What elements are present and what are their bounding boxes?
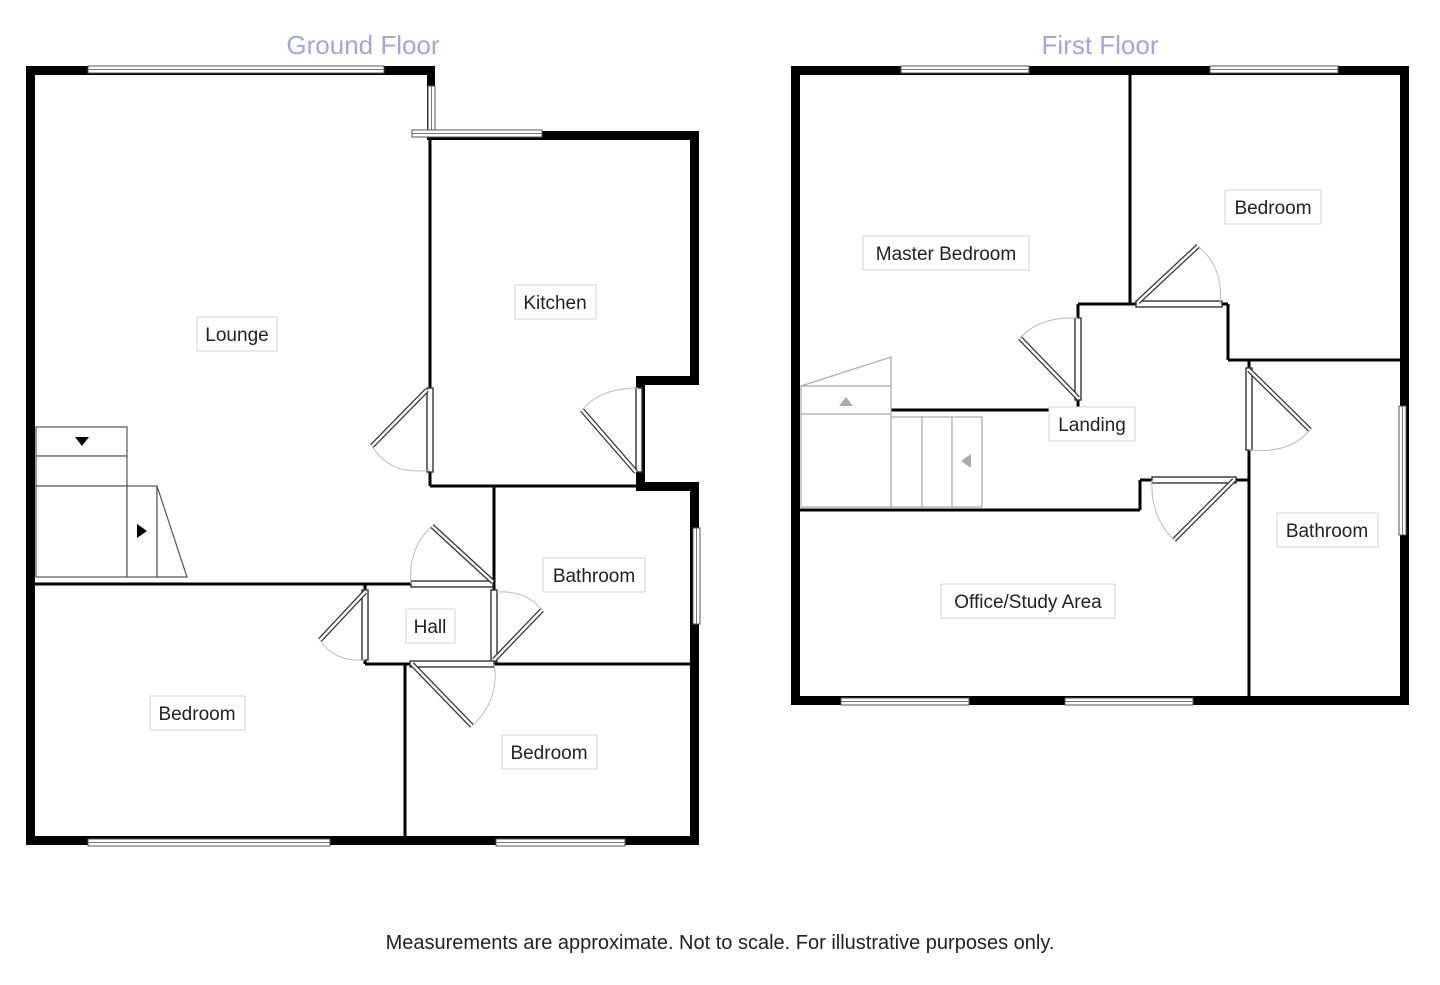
ground-floor-title: Ground Floor xyxy=(286,30,440,60)
door xyxy=(635,387,643,473)
door xyxy=(361,589,369,661)
stair-arrow-up-icon xyxy=(839,397,853,406)
ground-floor-room-labels: Lounge Kitchen Bathroom Hall Bedroom Bed… xyxy=(149,284,646,770)
room-label-lounge: Lounge xyxy=(205,325,268,346)
first-floor-windows xyxy=(840,65,1407,706)
stair-arrow-right-icon xyxy=(137,524,147,538)
door xyxy=(426,387,434,473)
door xyxy=(1245,367,1253,451)
door xyxy=(410,580,494,588)
first-floor-stairs xyxy=(800,356,983,508)
room-label-bathroom: Bathroom xyxy=(1286,521,1368,542)
first-floor-room-labels: Master Bedroom Bedroom Landing Bathroom … xyxy=(862,189,1379,619)
room-label-landing: Landing xyxy=(1058,415,1126,436)
first-floor-title: First Floor xyxy=(1042,30,1159,60)
ground-floor-doors xyxy=(318,387,643,728)
door xyxy=(409,660,495,668)
room-label-master-bedroom: Master Bedroom xyxy=(876,244,1016,265)
room-label-bedroom: Bedroom xyxy=(1234,198,1311,219)
disclaimer-text: Measurements are approximate. Not to sca… xyxy=(385,932,1055,954)
room-label-bathroom: Bathroom xyxy=(553,566,635,587)
room-label-office-study-area: Office/Study Area xyxy=(954,592,1102,613)
door xyxy=(1151,476,1237,484)
room-label-hall: Hall xyxy=(414,617,447,638)
first-floor-plan: First Floor xyxy=(791,30,1409,706)
door xyxy=(490,589,498,663)
ground-floor-plan: Ground Floor xyxy=(26,30,701,847)
ground-floor-windows xyxy=(87,65,701,847)
first-floor-doors xyxy=(1018,244,1312,542)
stair-arrow-down-icon xyxy=(75,437,89,446)
room-label-bedroom: Bedroom xyxy=(158,704,235,725)
room-label-kitchen: Kitchen xyxy=(523,293,586,314)
door xyxy=(1135,300,1223,308)
room-label-bedroom: Bedroom xyxy=(510,743,587,764)
ground-floor-stairs xyxy=(35,426,188,578)
stair-arrow-left-icon xyxy=(961,454,971,468)
door xyxy=(1074,317,1082,401)
